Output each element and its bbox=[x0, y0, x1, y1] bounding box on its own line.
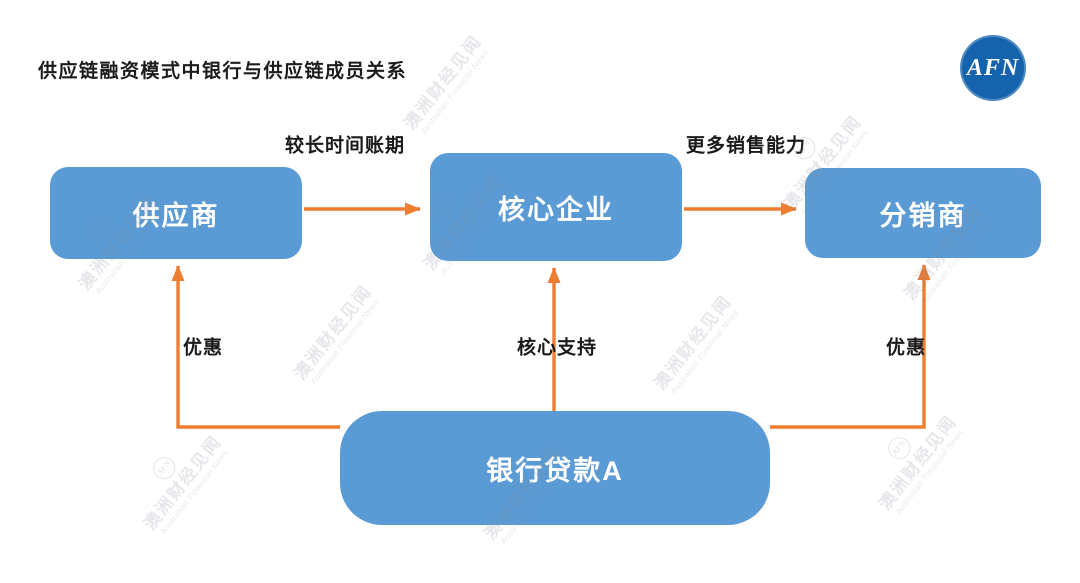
watermark: 澳洲财经见闻 Australian Financial News bbox=[650, 291, 745, 400]
watermark-cn-text: 澳洲财经见闻 bbox=[290, 281, 376, 384]
edge-label-bank-to-supplier: 优惠 bbox=[182, 337, 224, 359]
node-distributor-label: 分销商 bbox=[879, 200, 967, 231]
node-supplier-label: 供应商 bbox=[132, 200, 220, 231]
watermark-en-text: Australian Financial News bbox=[309, 297, 381, 386]
watermark-cn-text: 澳洲财经见闻 bbox=[140, 431, 226, 534]
edge-label-bank-to-distributor: 优惠 bbox=[885, 337, 927, 359]
watermark-afn-logo: AFN bbox=[148, 452, 180, 484]
node-supplier: 供应商 bbox=[50, 167, 302, 259]
watermark-en-text: Australian Financial News bbox=[669, 307, 741, 396]
page-title: 供应链融资模式中银行与供应链成员关系 bbox=[38, 61, 408, 82]
node-bank-loan: 银行贷款A bbox=[340, 411, 770, 525]
watermark-afn-logo: AFN bbox=[883, 432, 915, 464]
watermark-cn-text: 澳洲财经见闻 bbox=[650, 291, 736, 394]
watermark-en-text: Australian Financial News bbox=[894, 428, 966, 517]
watermark-cn-text: 澳洲财经见闻 bbox=[875, 411, 961, 514]
node-distributor: 分销商 bbox=[805, 168, 1041, 258]
watermark: AFN 澳洲财经见闻 Australian Financial News bbox=[120, 416, 235, 540]
watermark: AFN 澳洲财经见闻 Australian Financial News bbox=[855, 396, 970, 520]
afn-logo-text: AFN bbox=[966, 54, 1020, 81]
node-core-enterprise: 核心企业 bbox=[430, 153, 682, 261]
edge-label-core-to-distributor: 更多销售能力 bbox=[685, 135, 807, 157]
node-bank-loan-label: 银行贷款A bbox=[486, 455, 624, 486]
watermark-en-text: Australian Financial News bbox=[159, 448, 231, 537]
watermark: 澳洲财经见闻 Australian Financial News bbox=[400, 31, 495, 140]
watermark-cn-text: 澳洲财经见闻 bbox=[400, 31, 486, 134]
node-core-enterprise-label: 核心企业 bbox=[498, 194, 614, 225]
edge-label-bank-to-core: 核心支持 bbox=[516, 337, 598, 359]
afn-logo: AFN bbox=[960, 35, 1026, 101]
watermark: 澳洲财经见闻 Australian Financial News bbox=[290, 281, 385, 390]
edge-label-supplier-to-core: 较长时间账期 bbox=[284, 135, 406, 157]
watermark-en-text: Australian Financial News bbox=[419, 47, 491, 136]
